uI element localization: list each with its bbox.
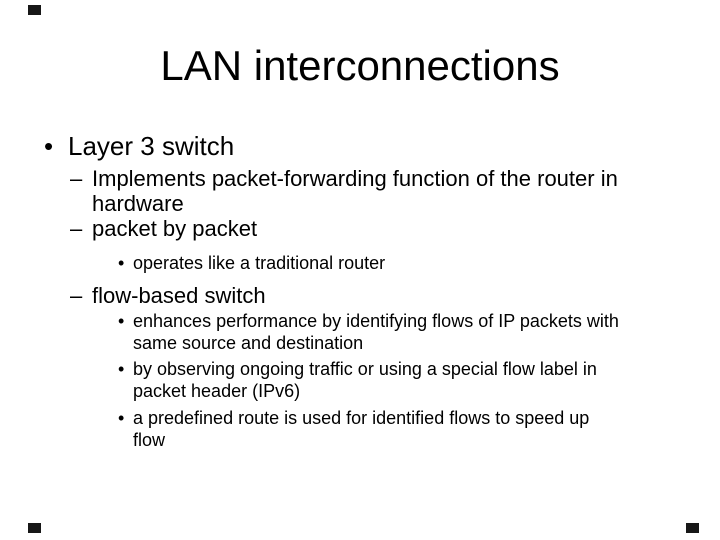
bullet-icon: • — [118, 408, 125, 428]
bullet-l3-operates-like-traditional-router: • operates like a traditional router — [118, 253, 385, 275]
bullet-l3-enhances-performance: • enhances performance by identifying fl… — [118, 311, 619, 354]
bullet-text: Layer 3 switch — [68, 131, 235, 161]
bullet-l2-flow-based-switch: – flow-based switch — [70, 283, 266, 308]
corner-mark-top-left — [28, 5, 41, 15]
corner-mark-bottom-left — [28, 523, 41, 533]
dash-icon: – — [70, 166, 83, 191]
bullet-text: Implements packet-forwarding function of… — [92, 166, 618, 216]
bullet-icon: • — [118, 253, 125, 273]
bullet-text: by observing ongoing traffic or using a … — [133, 359, 597, 401]
corner-mark-bottom-right — [686, 523, 699, 533]
bullet-l2-packet-by-packet: – packet by packet — [70, 216, 257, 241]
slide-title: LAN interconnections — [160, 42, 560, 89]
dash-icon: – — [70, 283, 83, 308]
bullet-icon: • — [118, 311, 125, 331]
bullet-l2-implements-packet-forwarding: – Implements packet-forwarding function … — [70, 166, 618, 216]
bullet-icon: • — [44, 131, 54, 161]
bullet-l3-predefined-route: • a predefined route is used for identif… — [118, 408, 589, 451]
bullet-text: flow-based switch — [92, 283, 266, 308]
bullet-text: a predefined route is used for identifie… — [133, 408, 590, 450]
bullet-text: operates like a traditional router — [133, 253, 386, 273]
bullet-text: packet by packet — [92, 216, 258, 241]
dash-icon: – — [70, 216, 83, 241]
bullet-l3-by-observing-traffic: • by observing ongoing traffic or using … — [118, 359, 597, 402]
bullet-icon: • — [118, 359, 125, 379]
bullet-text: enhances performance by identifying flow… — [133, 311, 619, 353]
bullet-l1-layer-3-switch: • Layer 3 switch — [44, 131, 234, 161]
